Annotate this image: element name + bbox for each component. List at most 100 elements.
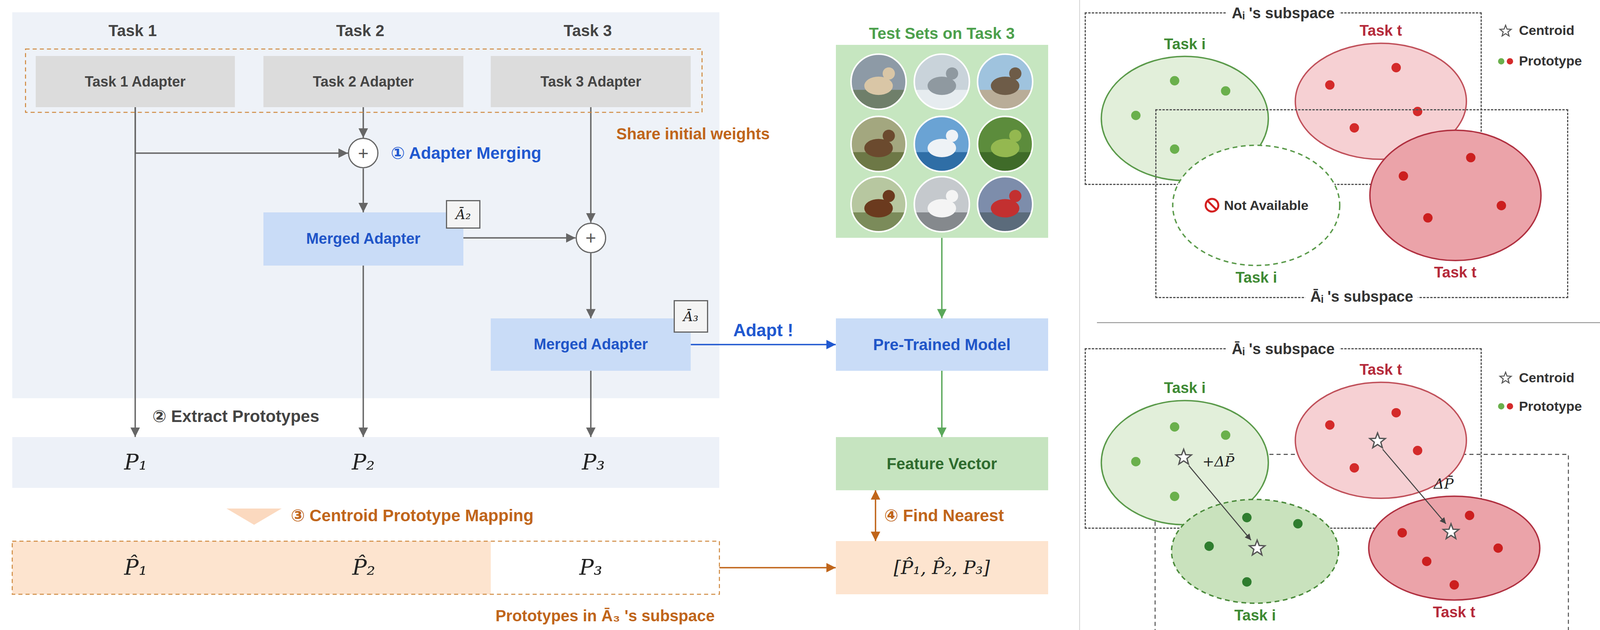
prototype-dot [1493,543,1503,553]
task-heading: Task 3 [563,21,613,40]
merged-adapter-box: Ā₃Merged Adapter [490,318,691,371]
node-text: P̂₁ [124,555,148,580]
merge-operator: + [347,137,379,169]
panel-divider [1096,322,1600,323]
prototype-dot [1169,491,1180,502]
cluster-outline [1367,494,1541,601]
node-text: Pre-Trained Model [873,335,1011,354]
node-heading: Task t [1359,22,1403,40]
test-image [914,176,970,232]
connector-arrow [463,237,576,239]
test-image [977,176,1033,232]
adapter-tag: Ā₂ [445,199,481,229]
prototype-dot [1221,86,1231,97]
connector-arrow [719,566,836,569]
test-image [977,53,1033,110]
cluster-ellipse [1368,495,1540,600]
adapter-box: Task 3 Adapter [490,55,691,108]
connector-arrow [362,168,365,213]
cluster-ellipse [1172,145,1340,266]
shift-label: +ΔP̄ [1200,453,1237,470]
prototype-dot [1221,430,1231,440]
legend-item: Centroid [1496,369,1575,386]
centroid-star [1443,523,1459,538]
edge-label: ④ Find Nearest [884,505,1005,525]
cluster-ellipse [1295,382,1467,498]
connector-arrow [589,107,592,223]
legend-item: Centroid [1496,23,1575,39]
node-text: Task 1 Adapter [84,73,186,90]
mapped-prototype-cell: P̂₂ [259,540,491,594]
task-heading: Task 1 [108,21,158,40]
prototype-dot [1421,556,1432,567]
connector-arrow [135,107,348,154]
legend-text: Centroid [1519,23,1575,39]
legend-dots [1496,399,1516,413]
node-text: P₃ [581,449,606,475]
prototype-dot [1465,152,1476,163]
prototype-cell: P₁ [12,436,260,488]
connector-arrow [589,370,592,437]
node-heading: Āᵢ 's subspace [1305,288,1418,306]
legend-dots [1496,54,1516,68]
legend-item: Prototype [1496,53,1583,70]
legend-item: Prototype [1496,398,1583,414]
shared-weights-bracket [25,48,702,112]
cluster-ellipse [1171,499,1339,603]
prototype-dot [1169,144,1180,154]
test-image [914,116,970,172]
connector-arrow [941,370,943,437]
prototype-dot [1349,462,1360,473]
step-label: ② Extract Prototypes [149,406,322,426]
prototype-set-box: [P̂₁, P̂₂, P₃] [835,540,1049,594]
prototype-dot [1349,122,1360,133]
connector-arrow [690,343,836,346]
node-heading: Task t [1434,263,1477,282]
node-heading: Task i [1163,35,1206,54]
prototype-dot [1204,541,1214,551]
prototype-dot [1293,518,1303,529]
node-text: Ā₃ [683,308,699,325]
legend-star [1496,370,1516,385]
cluster-outline [1368,128,1543,262]
node-text: P₃ [579,555,603,580]
prototype-cell: P₃ [467,436,720,488]
connector-arrow [941,237,943,319]
prototype-cell: P₂ [259,436,468,488]
feature-box: Feature Vector [835,436,1049,490]
node-text: P₁ [124,449,148,475]
node-heading: Task t [1432,603,1476,621]
node-heading: Aᵢ 's subspace [1227,4,1340,23]
shift-label: ΔP̄ [1433,475,1454,492]
test-set-panel: Test Sets on Task 3 [835,44,1049,238]
prototype-dot [1398,170,1408,181]
prototype-dot [1412,106,1423,117]
node-text: P̂₂ [352,555,376,580]
node-text: Not Available [1223,197,1309,214]
test-image [914,53,970,110]
test-image [850,53,907,110]
connector-arrow [589,253,592,319]
prohibited-icon [1204,197,1220,214]
task-cluster: Task t [1368,128,1543,262]
prototype-dot [1325,80,1335,90]
prototype-dot [1449,580,1459,590]
caption-label: Prototypes in Ā₃ 's subspace [495,606,715,625]
mapped-prototype-cell: P̂₁ [12,540,260,594]
prototype-dot [1391,62,1401,73]
legend-text: Centroid [1519,369,1575,386]
task-cluster: Task i [1170,497,1340,604]
note-label: Share initial weights [616,124,771,143]
step-label: ① Adapter Merging [390,143,542,163]
prototype-dot [1169,422,1180,432]
prototype-dot [1325,420,1335,430]
prototype-dot [1496,200,1506,211]
prototype-dot [1242,512,1252,523]
node-text: P₂ [351,449,375,475]
task-cluster: Not AvailableTask i [1171,144,1341,267]
node-text: + [357,144,369,163]
prototype-band-outline [12,540,720,594]
node-text: [P̂₁, P̂₂, P₃] [893,557,991,579]
